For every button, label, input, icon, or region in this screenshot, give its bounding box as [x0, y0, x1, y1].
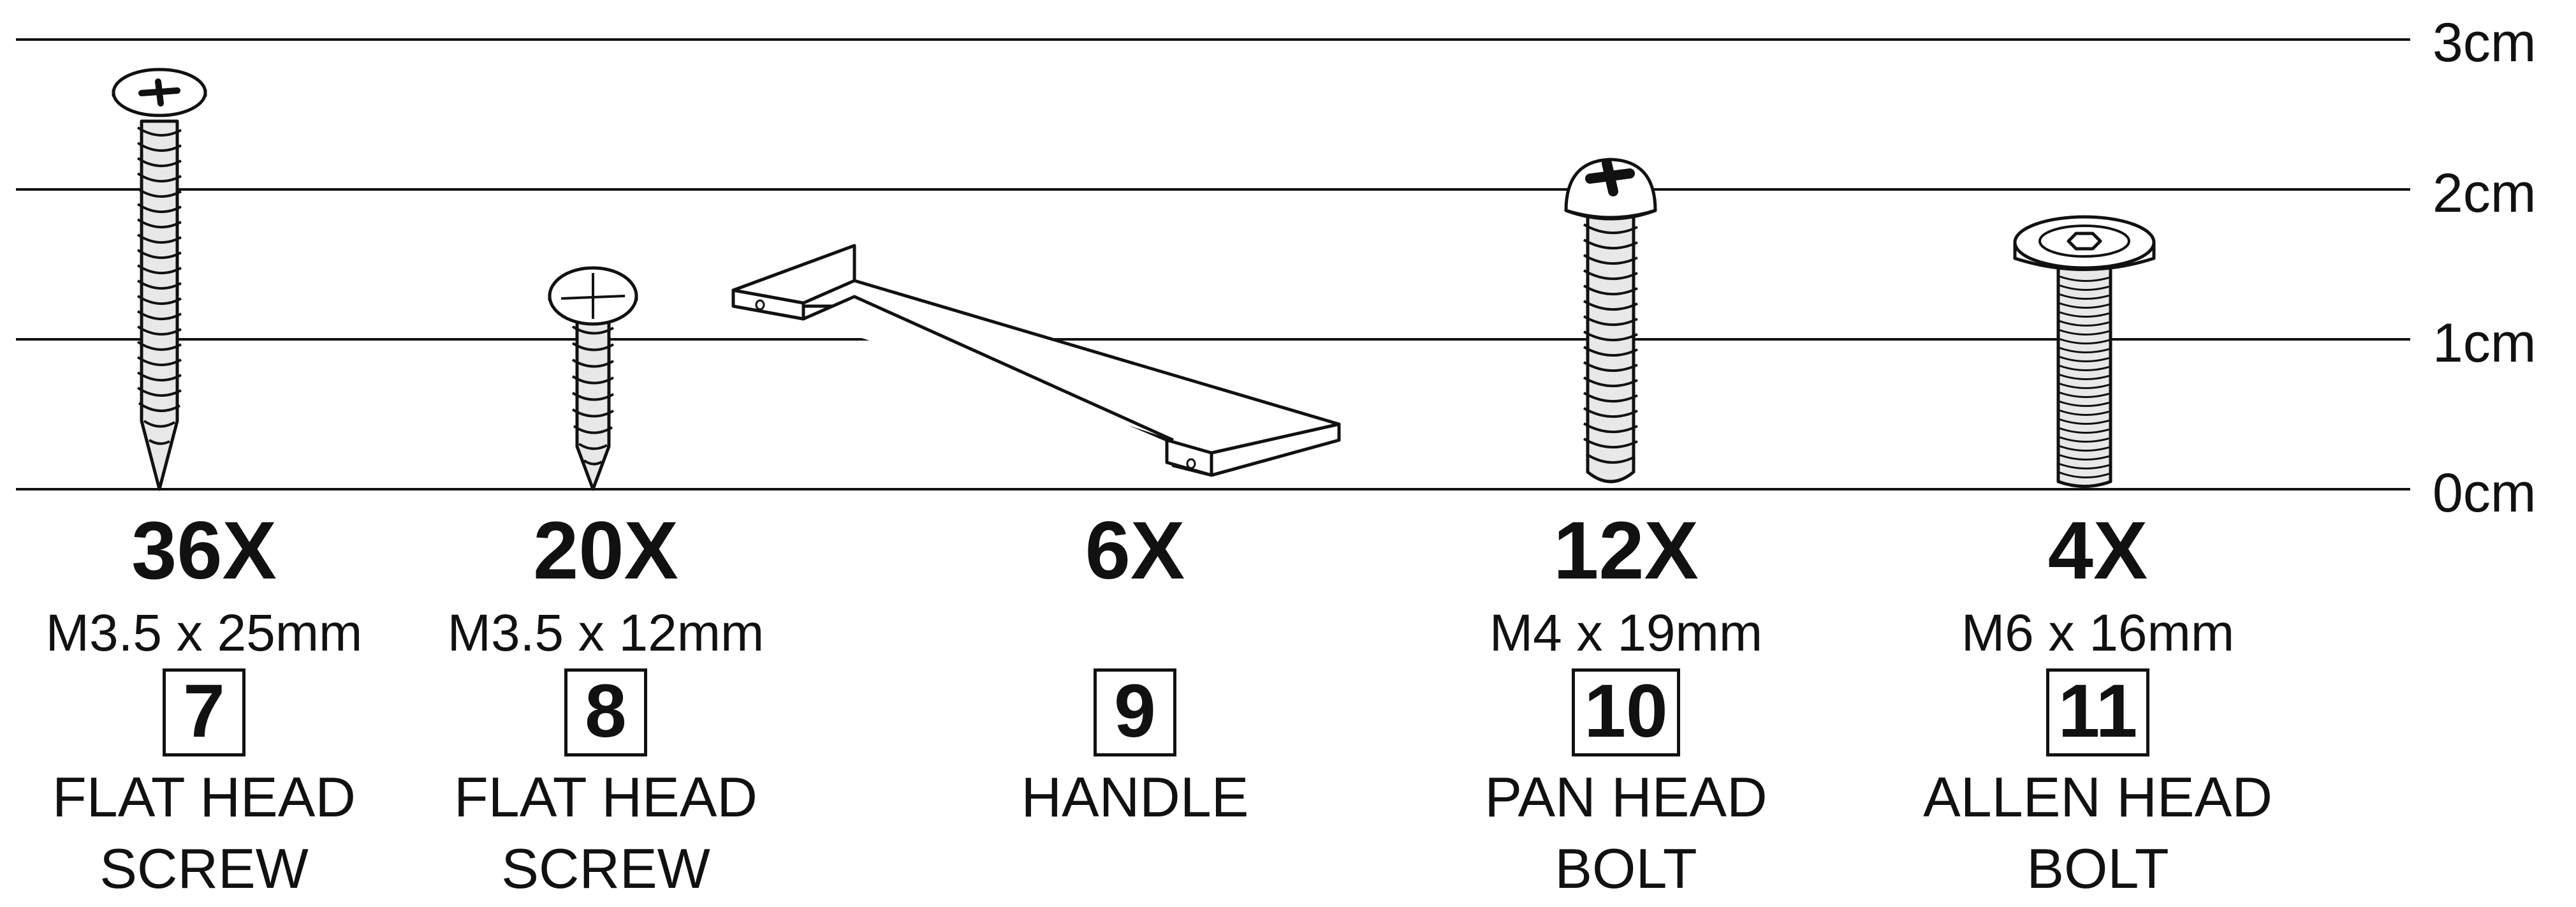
- part-number-box: 9: [1094, 668, 1176, 756]
- part-name-line1: HANDLE: [1021, 765, 1249, 829]
- ruler-lines: [16, 38, 2410, 490]
- part-name: PAN HEAD BOLT: [1428, 762, 1824, 904]
- part-spec: M3.5 x 25mm: [45, 604, 363, 662]
- part-name-line2: BOLT: [2026, 837, 2169, 900]
- handle-icon: [731, 244, 1341, 477]
- part-8: 20X M3.5 x 12mm 8 FLAT HEAD SCREW: [421, 510, 791, 904]
- part-spec: M4 x 19mm: [1489, 604, 1763, 662]
- part-11: 4X M6 x 16mm 11 ALLEN HEAD BOLT: [1887, 510, 2308, 904]
- part-name-line1: FLAT HEAD: [52, 765, 356, 829]
- part-name: ALLEN HEAD BOLT: [1887, 762, 2308, 904]
- ruler-label-1cm: 1cm: [2433, 313, 2536, 374]
- flat-head-screw-icon: [112, 68, 207, 491]
- part-number-box: 11: [2045, 668, 2150, 756]
- part-quantity: 36X: [131, 505, 277, 596]
- part-name-line2: BOLT: [1555, 837, 1697, 900]
- part-number-box: 7: [163, 668, 245, 756]
- part-name-line1: FLAT HEAD: [454, 765, 757, 829]
- part-name-line2: SCREW: [501, 837, 710, 900]
- part-quantity: 4X: [2047, 505, 2148, 596]
- part-7: 36X M3.5 x 25mm 7 FLAT HEAD SCREW: [0, 510, 408, 904]
- part-name-line1: ALLEN HEAD: [1923, 765, 2272, 829]
- part-quantity: 20X: [533, 505, 678, 596]
- part-spec: M6 x 16mm: [1961, 604, 2235, 662]
- part-number-box: 8: [564, 668, 647, 756]
- part-name: FLAT HEAD SCREW: [0, 762, 408, 904]
- part-name-line2: SCREW: [99, 837, 309, 900]
- part-quantity: 6X: [1085, 505, 1185, 596]
- pan-head-bolt-icon: [1564, 158, 1657, 483]
- part-spec: [944, 607, 1326, 660]
- part-number-box: 10: [1572, 668, 1680, 756]
- allen-head-bolt-icon: [2013, 215, 2156, 488]
- part-name: HANDLE: [944, 762, 1326, 833]
- part-10: 12X M4 x 19mm 10 PAN HEAD BOLT: [1428, 510, 1824, 904]
- part-quantity: 12X: [1553, 505, 1699, 596]
- part-9: 6X 9 HANDLE: [944, 510, 1326, 833]
- part-name-line1: PAN HEAD: [1484, 765, 1767, 829]
- ruler-label-0cm: 0cm: [2433, 462, 2536, 524]
- part-name: FLAT HEAD SCREW: [421, 762, 791, 904]
- ruler-label-2cm: 2cm: [2433, 163, 2536, 224]
- part-spec: M3.5 x 12mm: [447, 604, 765, 662]
- flat-head-screw-icon: [548, 266, 638, 491]
- ruler-label-3cm: 3cm: [2433, 12, 2536, 73]
